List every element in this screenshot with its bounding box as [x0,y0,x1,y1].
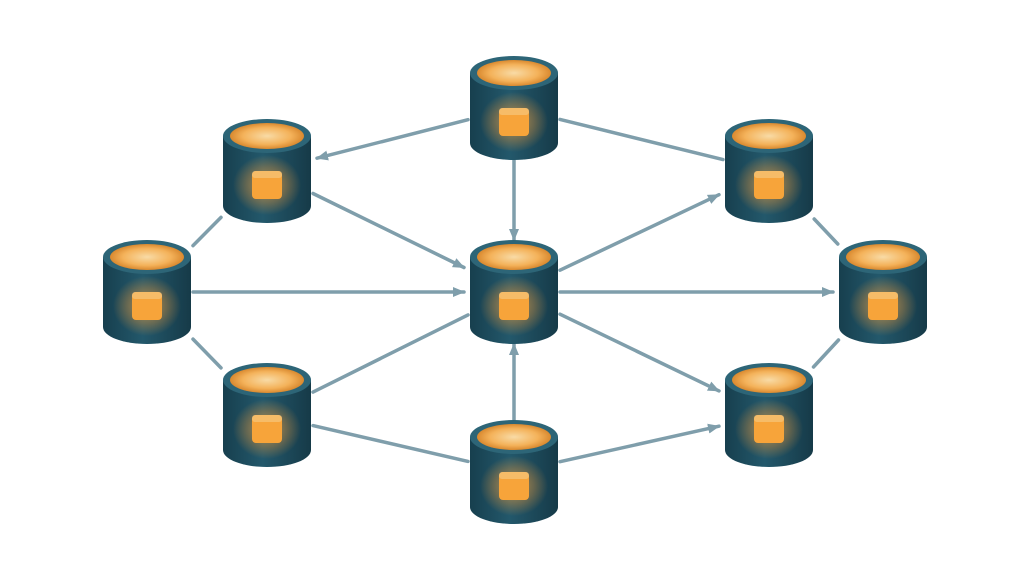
edge-lower-left-to-center [311,313,470,394]
edge-upper-left-to-left [191,215,223,248]
edge-top-to-upper-left [315,117,470,161]
node-left-database-cylinder-icon [103,240,191,344]
node-layer [103,56,927,524]
edge-center-to-lower-right [558,312,721,393]
edge-upper-right-to-right [812,217,840,246]
edge-left-to-lower-left [191,337,223,370]
edge-center-to-upper-right [558,192,721,272]
node-upper-left-database-cylinder-icon [223,119,311,223]
edge-right-to-lower-right [811,338,841,369]
edge-layer [191,117,841,464]
node-bottom-database-cylinder-icon [470,420,558,524]
edge-top-to-upper-right [558,117,725,162]
edge-upper-left-to-center [311,191,466,270]
edge-lower-left-to-bottom [311,423,470,464]
node-upper-right-database-cylinder-icon [725,119,813,223]
node-lower-left-database-cylinder-icon [223,363,311,467]
node-top-database-cylinder-icon [470,56,558,160]
node-lower-right-database-cylinder-icon [725,363,813,467]
edge-bottom-to-lower-right [558,423,721,464]
node-center-database-cylinder-icon [470,240,558,344]
node-right-database-cylinder-icon [839,240,927,344]
